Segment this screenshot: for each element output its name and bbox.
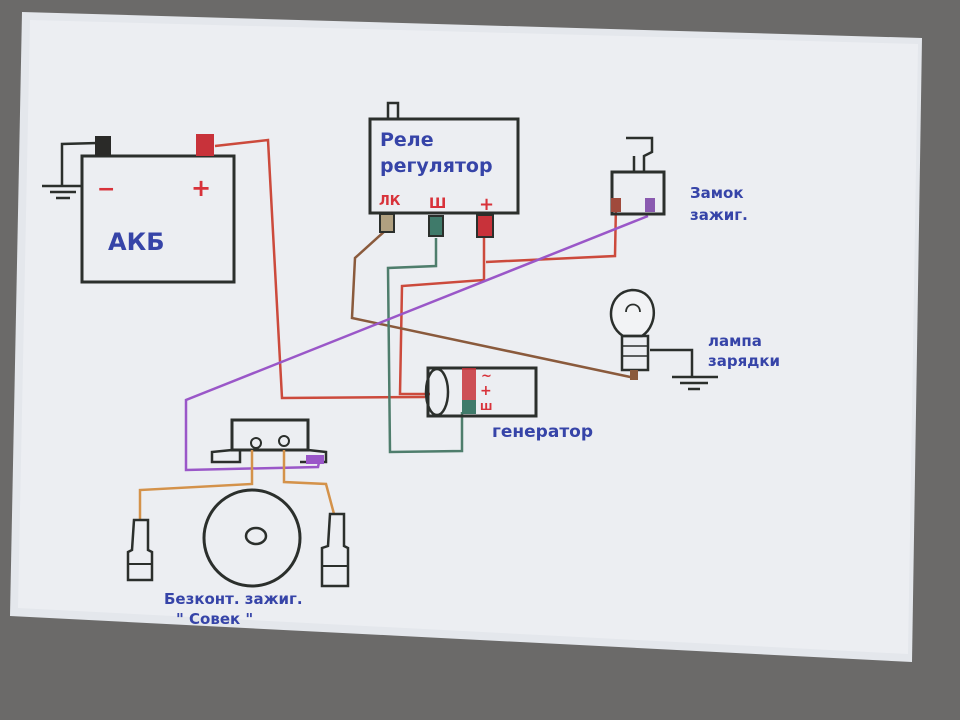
ignition-lock-label-line2: зажиг. xyxy=(690,206,748,224)
relay-plus-label: + xyxy=(479,194,494,215)
ignition-lock-label-line1: Замок xyxy=(690,184,744,202)
lamp-ground-symbol xyxy=(650,348,718,391)
contactless-ignition: Безконт. зажиг. " Совек " xyxy=(126,418,350,628)
wire-red-battery-generator xyxy=(214,138,426,400)
wire-red-relay-generator xyxy=(398,236,486,396)
lamp-label-line1: лампа xyxy=(708,332,762,350)
rotor-disc xyxy=(202,488,302,588)
contactless-label-line2: " Совек " xyxy=(176,610,253,628)
battery-plus-label: + xyxy=(191,174,211,202)
contactless-label-line1: Безконт. зажиг. xyxy=(164,590,303,608)
wire-brown-lk-lamp xyxy=(350,229,636,380)
relay-regulator: Реле регулятор ЛК Ш + xyxy=(368,101,520,238)
battery-label: АКБ xyxy=(108,228,164,256)
wire-red-relay-ignition-lock xyxy=(485,203,618,264)
relay-title-line2: регулятор xyxy=(380,155,493,177)
battery-negative-terminal xyxy=(95,136,111,156)
battery-positive-terminal xyxy=(196,134,214,156)
relay-terminal-plus xyxy=(476,214,494,238)
battery-minus-label: − xyxy=(97,177,115,202)
generator-tilde-label: ~ xyxy=(481,369,492,384)
ignition-lock: Замок зажиг. xyxy=(610,136,748,224)
lamp-label-line2: зарядки xyxy=(708,352,780,370)
battery-ground-symbol xyxy=(42,141,99,200)
paper-surface xyxy=(18,20,918,654)
generator-plus-label: + xyxy=(480,383,492,399)
relay-terminal-sh xyxy=(428,215,444,237)
generator-sh-label: Ш xyxy=(480,402,492,413)
right-coil xyxy=(320,512,350,588)
battery: − + АКБ xyxy=(80,134,236,284)
relay-terminal-lk xyxy=(379,213,395,233)
relay-sh-label: Ш xyxy=(429,196,446,212)
relay-title-line1: Реле xyxy=(380,129,434,151)
generator-label: генератор xyxy=(492,422,593,442)
generator: ~ + Ш генератор xyxy=(424,366,593,442)
relay-lk-label: ЛК xyxy=(379,194,401,209)
left-coil xyxy=(126,518,154,582)
charge-lamp: лампа зарядки xyxy=(609,288,780,380)
wire-green-sh xyxy=(386,238,464,454)
